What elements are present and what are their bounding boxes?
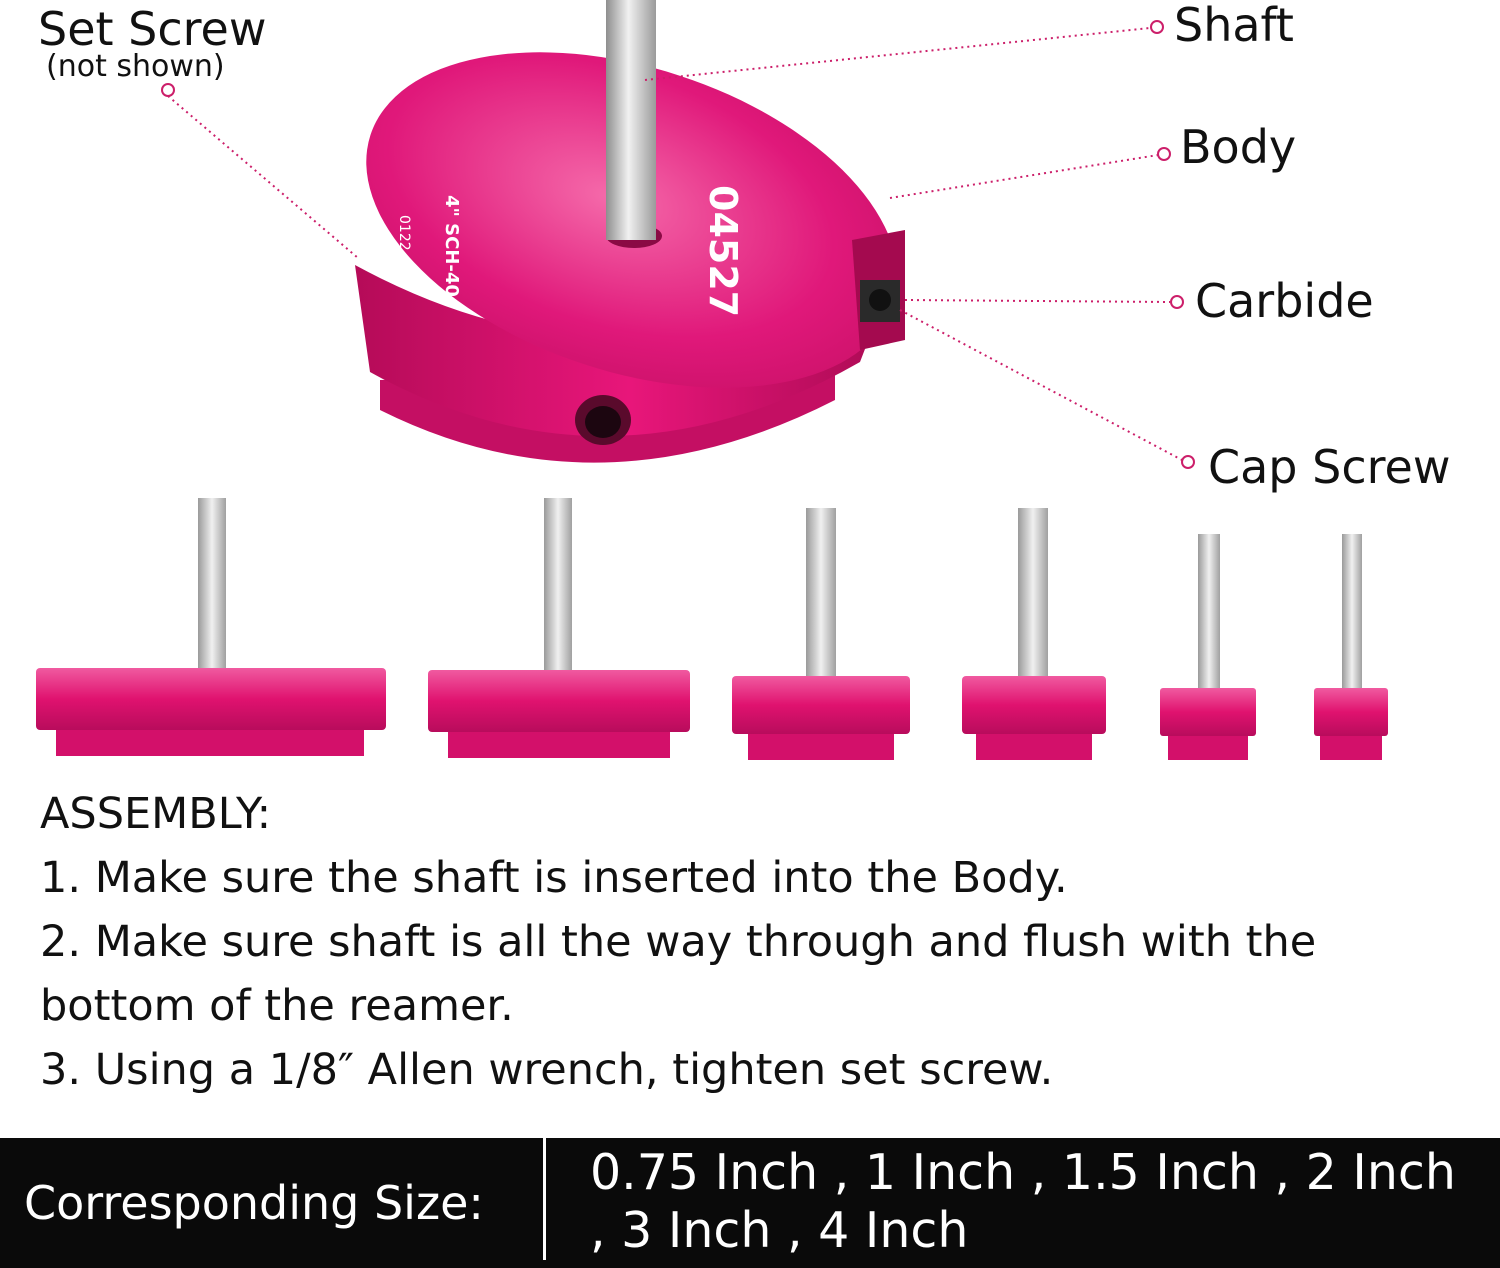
- reamer-4-inch: [36, 498, 386, 756]
- assembly-step-2: 2. Make sure shaft is all the way throug…: [40, 917, 1317, 1031]
- size-title: Corresponding Size:: [24, 1176, 484, 1230]
- carbide-leader: [904, 299, 1171, 303]
- reamer-3-inch: [428, 498, 690, 758]
- carbide-pin: [1170, 295, 1184, 309]
- set-screw-label: Set Screw: [38, 2, 267, 56]
- set-screw-leader: [167, 95, 359, 259]
- body-label: Body: [1180, 120, 1297, 174]
- shaft-label: Shaft: [1174, 0, 1294, 52]
- size-bar: Corresponding Size: 0.75 Inch , 1 Inch ,…: [0, 1138, 1500, 1268]
- engraved-lot: 0122: [396, 215, 412, 251]
- reamer-1-inch: [1160, 534, 1256, 760]
- reamer-main-illustration: 04527 4" SCH-40 0122: [161, 0, 1195, 469]
- carbide-label: Carbide: [1195, 274, 1374, 328]
- body-pin: [1157, 147, 1171, 161]
- engraved-part-number: 04527: [701, 185, 745, 317]
- main-shaft: [606, 0, 656, 240]
- reamer-2-inch: [732, 508, 910, 760]
- size-values: 0.75 Inch , 1 Inch , 1.5 Inch , 2 Inch ,…: [590, 1144, 1456, 1259]
- cap-screw-label: Cap Screw: [1208, 440, 1451, 494]
- set-screw-pin: [161, 83, 175, 97]
- cap-screw-pin: [1181, 455, 1195, 469]
- shaft-leader: [644, 27, 1151, 81]
- shaft-pin: [1150, 20, 1164, 34]
- not-shown-note: (not shown): [46, 49, 225, 84]
- reamer-1-5-inch: [962, 508, 1106, 760]
- cap-screw-head: [869, 289, 891, 311]
- assembly-step-3: 3. Using a 1/8″ Allen wrench, tighten se…: [40, 1045, 1054, 1095]
- assembly-heading: ASSEMBLY:: [40, 789, 272, 839]
- cap-screw-leader: [899, 309, 1183, 461]
- set-screw-hole-inner: [585, 406, 621, 438]
- body-leader: [889, 154, 1159, 199]
- assembly-instructions: ASSEMBLY: 1. Make sure the shaft is inse…: [40, 782, 1460, 1102]
- size-divider: [543, 1138, 546, 1260]
- assembly-step-1: 1. Make sure the shaft is inserted into …: [40, 853, 1068, 903]
- engraved-size-code: 4" SCH-40: [441, 195, 462, 297]
- reamer-0-75-inch: [1314, 534, 1388, 760]
